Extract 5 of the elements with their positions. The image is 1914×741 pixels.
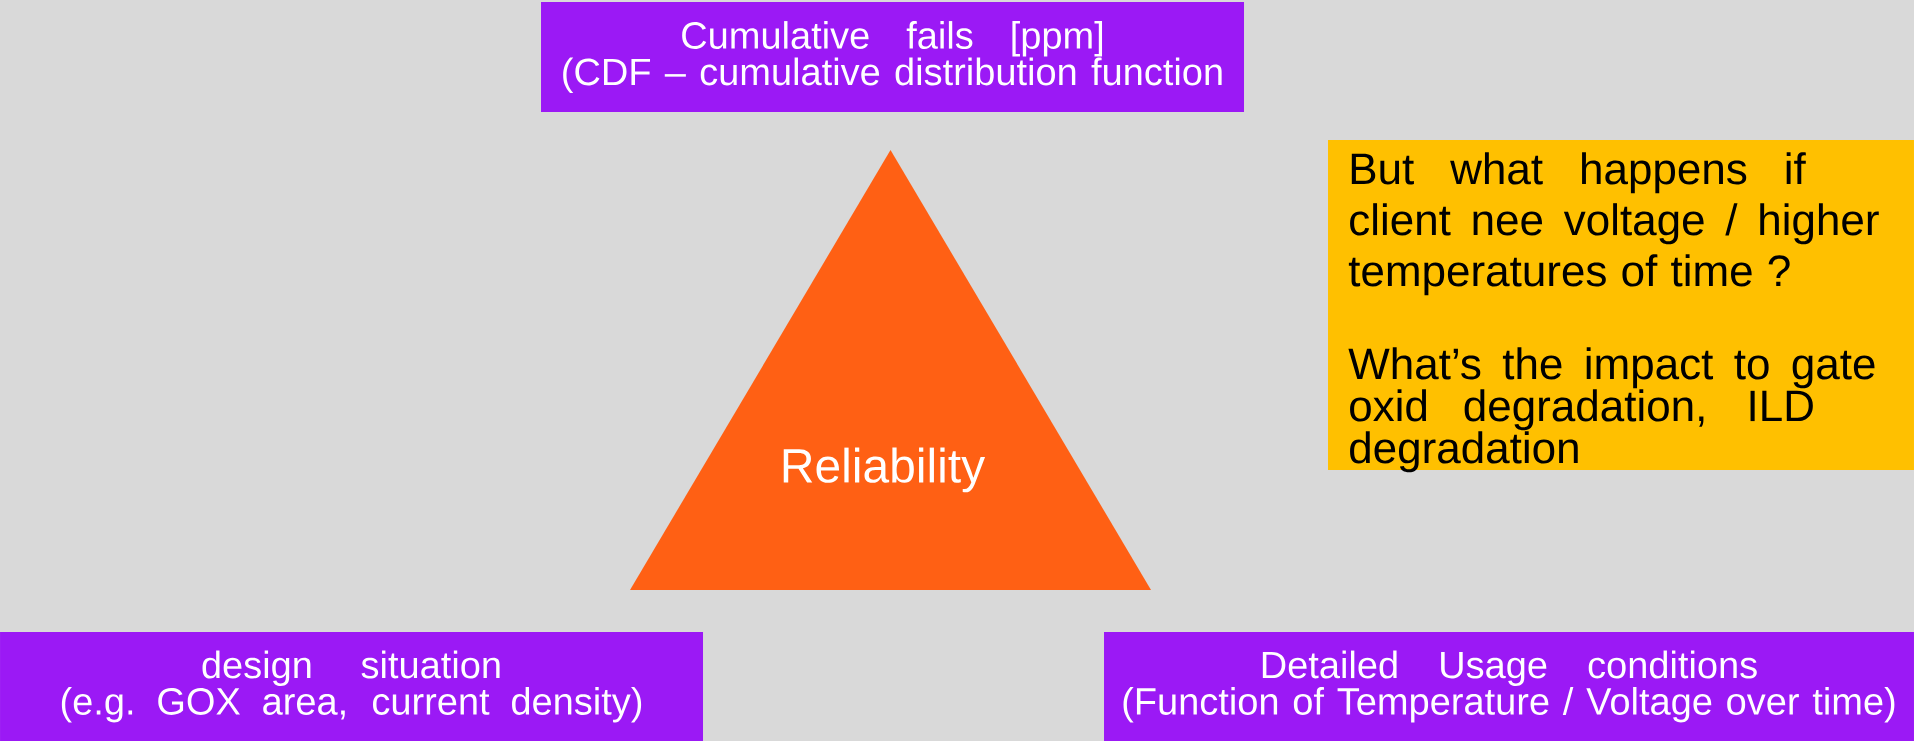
label-box: design situation (e.g. GOX area, current density) bbox=[0, 632, 703, 741]
triangle: Reliability bbox=[630, 150, 1151, 590]
label-box: Cumulative fails [ppm] (CDF – cumulative distribution function bbox=[541, 2, 1244, 112]
note-box: But what happens if client nee voltage / higher temperatures of time ? What’s the impact to gate oxid degradation, ILD degradation bbox=[1328, 140, 1914, 473]
label-box: Detailed Usage conditions (Function of Temperature / Voltage over time) bbox=[1104, 632, 1914, 741]
